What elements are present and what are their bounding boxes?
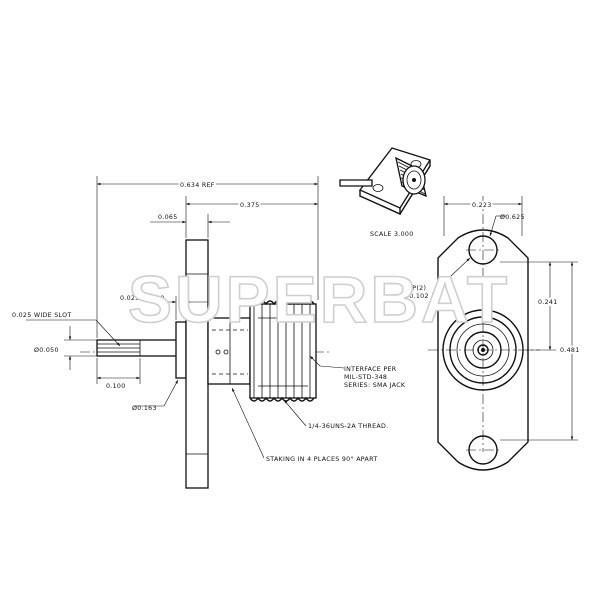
contact-pin (96, 339, 180, 357)
dim-half-height: 0.241 (538, 299, 558, 306)
note-holes-line1: TYP(2) (403, 285, 426, 292)
dim-overall-ref: 0.634 REF (180, 182, 215, 189)
watermark: SUPERBAT (128, 262, 510, 336)
note-holes-line2: Ø0.102 (404, 292, 429, 300)
note-interface-line2: MIL-STD-348 (344, 374, 387, 381)
note-staking: STAKING IN 4 PLACES 90° APART (266, 455, 377, 463)
dim-flange-dia: Ø0.625 (500, 213, 525, 221)
note-interface-line1: INTERFACE PER (344, 366, 397, 373)
connector-body (207, 317, 251, 385)
note-interface-line3: SERIES: SMA JACK (344, 382, 406, 389)
dim-slot: 0.025 WIDE SLOT (12, 312, 72, 319)
dim-gap: 0.025±0.010 (120, 295, 165, 302)
dim-pin-len: 0.100 (106, 383, 126, 390)
isometric-view: SCALE 3.000 (339, 147, 431, 238)
note-thread: 1/4-36UNS-2A THREAD. (308, 423, 388, 430)
dim-height: 0.481 (560, 347, 580, 354)
side-view: 0.634 REF 0.375 0.065 0.025±0.010 0.025 … (12, 176, 406, 489)
flange-outline (437, 229, 529, 471)
thread (249, 300, 317, 402)
dim-hole-spacing: 0.223 (472, 202, 492, 209)
iso-scale-text: SCALE 3.000 (370, 231, 414, 238)
front-view: 0.223 Ø0.625 TYP(2) Ø0.102 0.241 0.481 (403, 196, 581, 471)
dim-shoulder-dia: Ø0.163 (132, 404, 157, 412)
dim-flange: 0.065 (158, 214, 178, 221)
dim-body: 0.375 (240, 202, 260, 209)
dim-pin-dia: Ø0.050 (34, 346, 59, 354)
